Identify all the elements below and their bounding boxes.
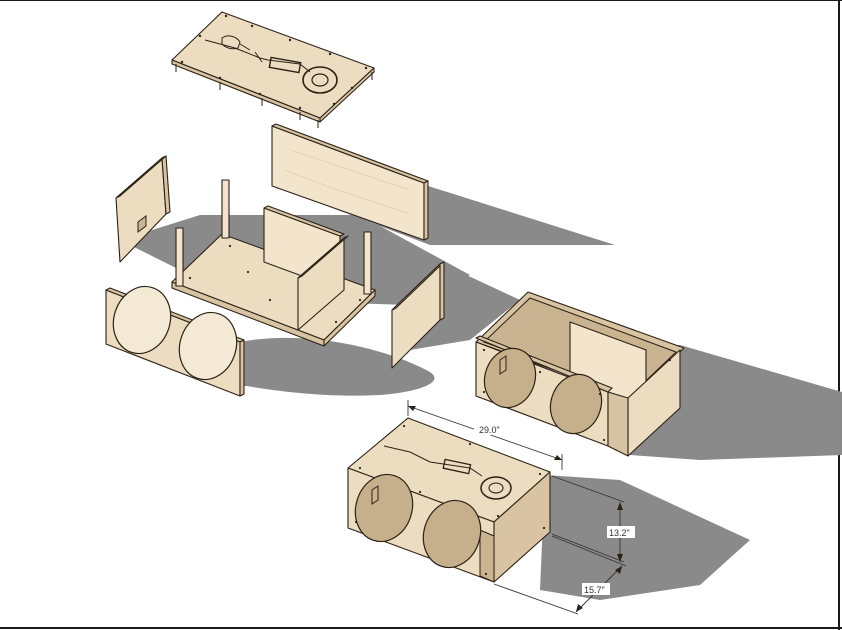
length-dimension-label: 29.0" xyxy=(479,425,500,435)
left-side-panel xyxy=(115,155,171,263)
partial-assembly-open xyxy=(475,291,685,457)
tool-silhouette-icon xyxy=(204,35,338,94)
dimension-height: 13.2" xyxy=(551,475,635,563)
completed-assembly xyxy=(347,417,551,583)
frame-top-border xyxy=(0,0,842,1)
back-panel xyxy=(271,123,429,241)
base-assembly xyxy=(171,179,376,347)
right-side-panel xyxy=(391,261,445,369)
frame-right-border xyxy=(838,0,840,630)
dimension-length: 29.0" xyxy=(407,400,563,470)
frame-bottom-border xyxy=(0,627,842,629)
lid-tool-silhouette-icon xyxy=(383,445,512,500)
top-lid-panel xyxy=(171,11,375,128)
dimension-depth: 15.7" xyxy=(493,535,627,615)
depth-dimension-label: 15.7" xyxy=(584,585,605,595)
height-dimension-label: 13.2" xyxy=(609,528,630,538)
front-baffle-panel xyxy=(105,285,245,397)
